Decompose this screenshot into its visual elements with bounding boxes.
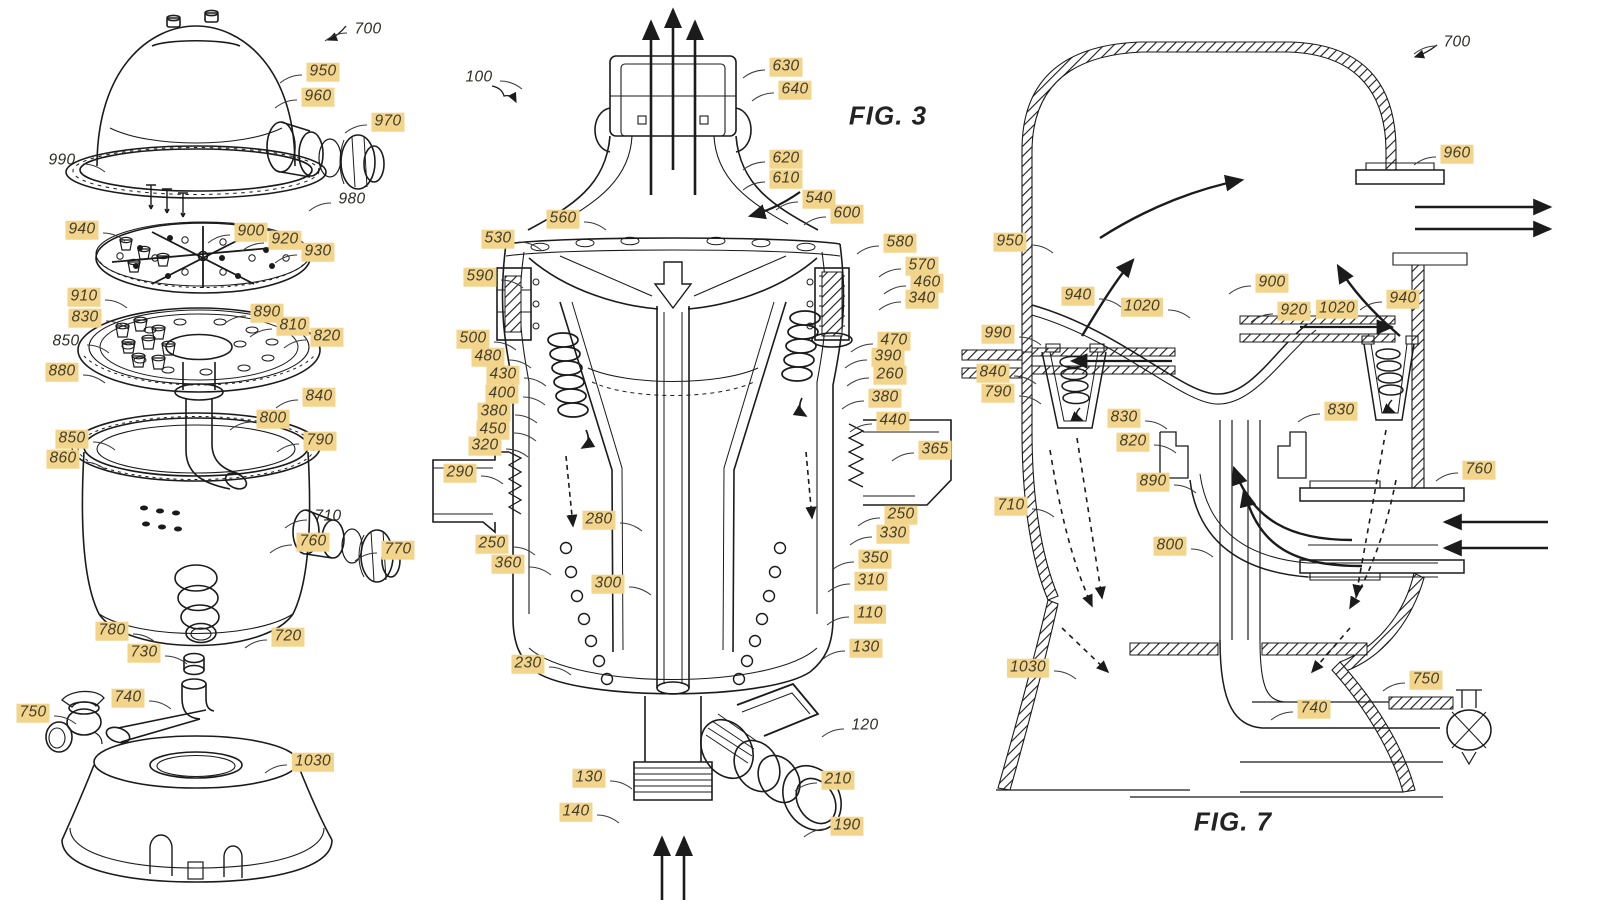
right-port [847,419,952,506]
inlet-port-760 [1299,480,1465,581]
dished-plate-900 [1031,304,1317,405]
right-manifold [1239,315,1396,343]
spring-right [781,310,821,417]
vessel-body [501,243,845,695]
cartridges-940 [119,236,170,273]
pedestal-left [997,599,1059,791]
perforations [559,541,787,686]
drain-valve [700,682,842,831]
fig3-art [432,7,952,900]
top-collar [594,55,752,153]
fig7-art [961,41,1553,798]
exploded-view-art [45,9,401,883]
right-fitting [806,267,853,348]
lower-plate [77,307,321,393]
valve-750 [1446,689,1492,766]
left-fitting [496,267,540,341]
bottom-outlet [633,696,713,900]
flow-arrows [1049,174,1401,674]
bottom-pipe-740 [1219,639,1492,766]
lid-dome [65,9,385,218]
spider-cap [528,255,818,310]
valve-750 [45,690,105,753]
spring-left [547,332,596,449]
lower-funnel-800 [1189,420,1438,640]
outlet-port-960 [1355,162,1445,185]
shoulder-flange [505,236,841,257]
right-funnel-830 [1352,335,1419,598]
left-port [432,451,523,534]
upper-plate [95,221,311,294]
central-tube [656,306,690,695]
right-wall [1411,264,1425,489]
pedestal-right [1331,661,1416,793]
base-pedestal [61,735,333,883]
dome-wall [1021,41,1397,353]
outflow-up-arrows [641,7,705,195]
elbow-pipe-740 [45,678,215,753]
center-brackets [1159,431,1307,479]
tank-bowl [71,412,401,676]
left-manifold [961,347,1176,379]
pipe-stub-750 [1388,696,1454,710]
filter-cone [559,301,787,653]
lid-bolts [146,184,188,218]
left-funnel-830 [1041,343,1107,600]
